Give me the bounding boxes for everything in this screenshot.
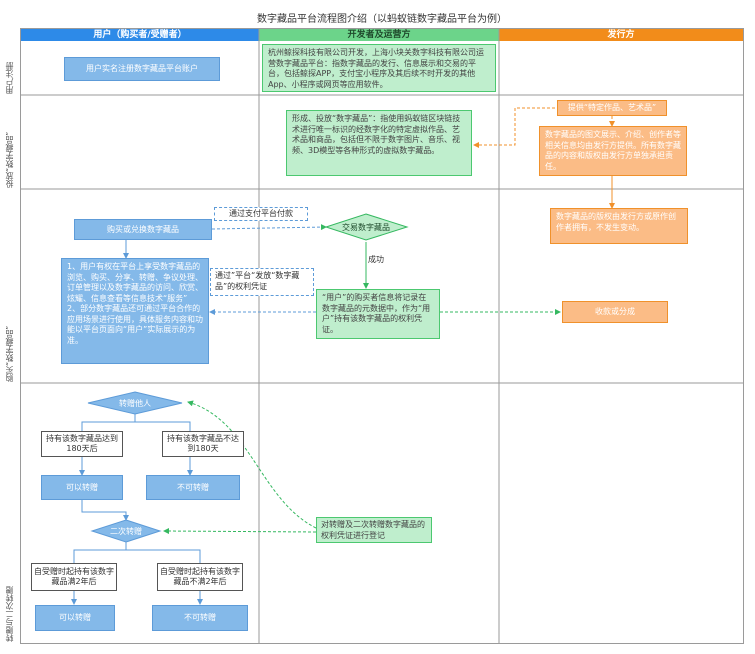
node-hold-less-180: 持有该数字藏品不达到180天	[162, 431, 244, 457]
arrow-register-to-second	[163, 528, 317, 535]
arrow-register-to-gift	[187, 400, 317, 529]
lane-header-developer: 开发者及运营方	[259, 29, 499, 41]
node-trade: 交易数字藏品	[342, 222, 390, 232]
node-cannot-gift-2: 不可转赠	[152, 605, 248, 631]
node-gift: 转赠他人	[119, 399, 151, 408]
lane-header-user: 用户（购买者/受赠者）	[21, 29, 259, 41]
node-buy: 购买或兑换数字藏品	[74, 219, 212, 240]
arrow-buy-to-trade	[211, 224, 327, 231]
node-second-gift: 二次转赠	[110, 527, 142, 536]
decision-trade-shape	[324, 213, 409, 241]
node-cannot-gift-1: 不可转赠	[146, 475, 240, 500]
node-register-gift: 对转赠及二次转赠数字藏品的权利凭证进行登记	[316, 517, 432, 543]
node-issuer-provide: 提供“特定作品、艺术品”	[557, 100, 667, 116]
node-record: “用户”的购买者信息将记录在数字藏品的元数据中，作为“用户”持有该数字藏品的权利…	[316, 289, 440, 339]
node-can-gift-2: 可以转赠	[35, 605, 115, 631]
arrow-provide-to-developer	[473, 107, 560, 148]
diagram-frame	[20, 28, 744, 644]
label-pay-via: 通过支付平台付款	[214, 207, 308, 221]
label-via-platform: 通过”平台“发放“数字藏品”的权利凭证	[210, 268, 314, 296]
arrow-can-to-second	[81, 500, 129, 521]
node-user-register: 用户实名注册数字藏品平台账户	[64, 57, 220, 81]
node-revenue: 收款或分成	[562, 301, 668, 323]
node-hold-less-2y: 自受赠时起持有该数字藏品不满2年后	[157, 563, 243, 591]
lane-header-issuer: 发行方	[499, 29, 743, 41]
node-hold-180: 持有该数字藏品达到180天后	[41, 431, 123, 457]
node-developer-intro: 杭州鲸探科技有限公司开发，上海小块关数字科技有限公司运营数字藏品平台：指数字藏品…	[262, 44, 496, 92]
diagram-title: 数字藏品平台流程图介绍（以蚂蚁链数字藏品平台为例）	[257, 14, 507, 25]
node-developer-form: 形成、投放“数字藏品”：指使用蚂蚁链区块链技术进行唯一标识的经数字化的特定虚拟作…	[286, 110, 472, 176]
node-copyright: 数字藏品的版权由发行方或原作创作者拥有，不发生变动。	[550, 208, 688, 244]
node-hold-2y: 自受赠时起持有该数字藏品满2年后	[31, 563, 117, 591]
arrow-gift-to-cannot	[135, 421, 193, 476]
node-user-rights: 1、用户有权在平台上享受数字藏品的浏览、购买、分享、转赠、争议处理、订单管理以及…	[61, 258, 209, 364]
node-issuer-rights: 数字藏品的图文展示、介绍、创作者等相关信息均由发行方提供。所有数字藏品的内容和版…	[539, 126, 687, 176]
node-can-gift-1: 可以转赠	[41, 475, 123, 500]
label-success: 成功	[368, 255, 384, 264]
